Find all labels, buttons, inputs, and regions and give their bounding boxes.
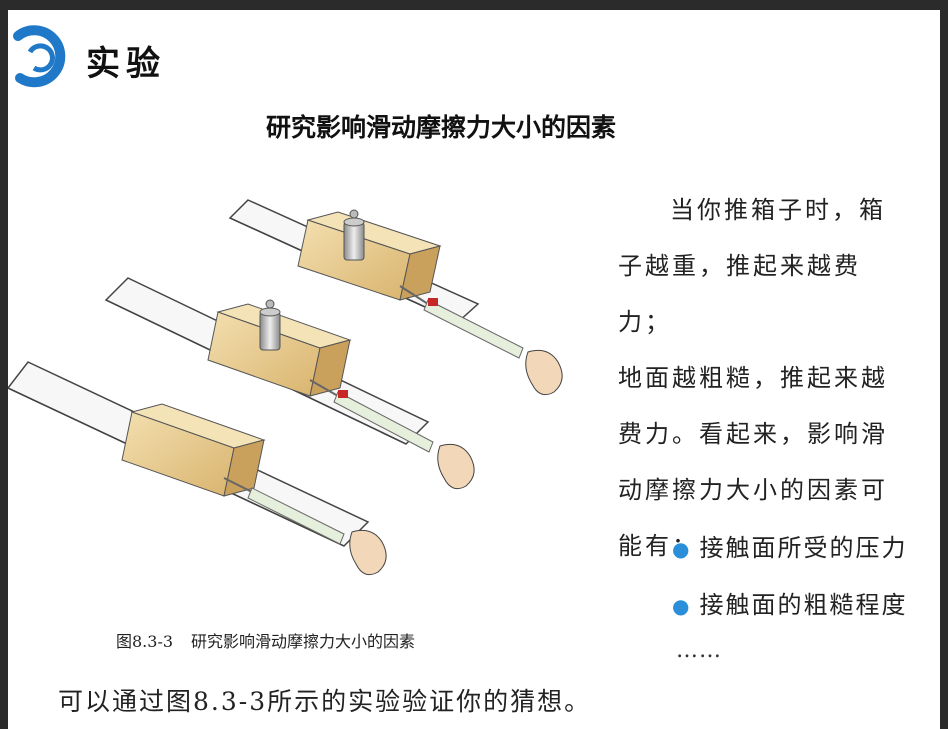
board-bottom — [8, 361, 387, 576]
side-line: 地面越粗糙，推起来越 — [618, 364, 888, 392]
page-title: 研究影响滑动摩擦力大小的因素 — [266, 113, 617, 142]
side-line: 动摩擦力大小的因素可 — [618, 476, 888, 504]
board-top — [228, 199, 563, 396]
figure-caption: 图8.3-3 研究影响滑动摩擦力大小的因素 — [116, 628, 433, 652]
slide: 实验 研究影响滑动摩擦力大小的因素 — [8, 10, 940, 729]
caption-number: 图8.3-3 — [116, 632, 174, 651]
section-label: 实验 — [86, 44, 166, 84]
bullet-icon: ● — [672, 537, 692, 561]
side-line: 费力。看起来，影响滑 — [618, 420, 888, 448]
list-item: ●接触面的粗糙程度 — [672, 591, 908, 619]
side-line: 能有： — [618, 532, 699, 560]
factor-list: ●接触面所受的压力 ●接触面的粗糙程度 — [672, 520, 907, 634]
side-paragraph: 当你推箱子时，箱 子越重，推起来越费力； 地面越粗糙，推起来越 费力。看起来，影… — [618, 182, 898, 574]
board-middle — [104, 277, 475, 490]
side-line: 当你推箱子时，箱 — [670, 196, 886, 224]
bullet-icon: ● — [672, 594, 692, 618]
experiment-illustration — [8, 199, 563, 576]
ellipsis: …… — [676, 638, 722, 663]
side-line: 子越重，推起来越费力； — [618, 252, 861, 336]
bottom-sentence: 可以通过图8.3-3所示的实验验证你的猜想。 — [58, 687, 592, 716]
caption-text: 研究影响滑动摩擦力大小的因素 — [191, 632, 416, 651]
experiment-logo-icon — [13, 25, 66, 88]
list-item: ●接触面所受的压力 — [672, 534, 908, 562]
